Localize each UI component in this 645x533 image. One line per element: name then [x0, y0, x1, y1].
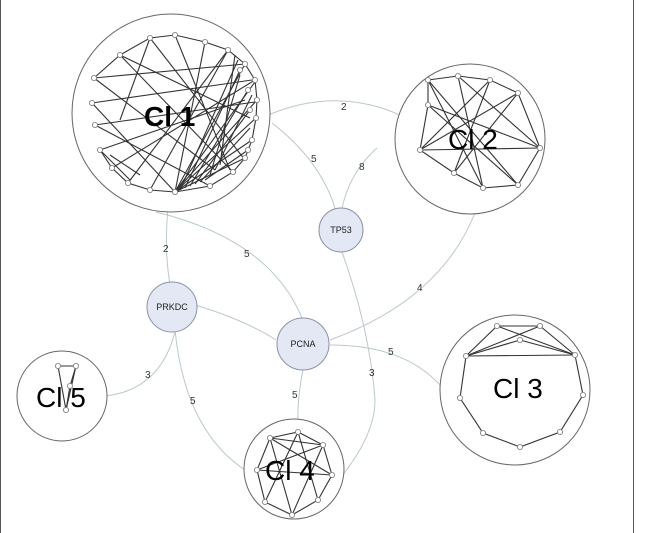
hub-pcna-circle [276, 317, 330, 371]
cluster-5[interactable]: Cl 5 [16, 350, 108, 442]
hub-prkdc-circle [146, 281, 198, 333]
edge-label-pcna-cl3: 5 [388, 347, 394, 358]
edge-label-cl2-tp53: 8 [359, 162, 365, 173]
edge-tp53-cl4 [329, 251, 376, 491]
edge-label-cl2-pcna: 4 [417, 283, 423, 294]
cluster-2-inner-network [416, 73, 544, 191]
edge-label-prkdc-cl4: 5 [190, 396, 196, 407]
cluster-4-label: Cl 4 [265, 455, 315, 486]
edge-cl1-prkdc [165, 207, 171, 285]
edge-label-prkdc-cl5: 3 [145, 370, 151, 381]
edge-label-cl1-prkdc: 2 [163, 244, 169, 255]
cluster-5-inner-network [55, 362, 80, 413]
cluster-3-label: Cl 3 [493, 373, 543, 404]
edge-pcna-cl4 [297, 369, 304, 423]
hub-prkdc-label: PRKDC [156, 302, 188, 312]
cluster-4[interactable]: Cl 4 [243, 418, 345, 520]
hub-tp53[interactable]: TP53 [318, 207, 364, 253]
hub-tp53-label: TP53 [330, 225, 352, 235]
edge-label-cl1-tp53: 5 [311, 154, 317, 165]
inter-edges [104, 100, 476, 491]
cluster-1[interactable]: Cl 1 [71, 13, 271, 213]
cluster-3-inner-network [456, 322, 587, 450]
edge-label-cl1-pcna: 5 [244, 249, 250, 260]
cluster-1-inner-network [89, 32, 260, 195]
edge-prkdc-cl5 [104, 331, 176, 397]
edge-cl1-pcna [155, 211, 303, 319]
cluster-5-circle [16, 350, 108, 442]
edge-prkdc-cl4 [174, 329, 246, 471]
edge-label-tp53-cl4: 3 [369, 368, 375, 379]
edge-cl1-tp53 [271, 122, 336, 209]
hub-prkdc[interactable]: PRKDC [146, 281, 198, 333]
cluster-2[interactable]: Cl 2 [394, 63, 546, 215]
cluster-4-inner-network [253, 428, 335, 519]
hub-pcna[interactable]: PCNA [276, 317, 330, 371]
cluster-2-circle [394, 63, 546, 215]
edge-labels: 2 5 8 2 5 4 5 3 5 5 3 [145, 102, 423, 407]
cluster-5-label: Cl 5 [36, 382, 86, 413]
cluster-1-label: Cl 1 [144, 101, 195, 132]
hub-tp53-circle [318, 207, 364, 253]
hub-pcna-label: PCNA [290, 339, 315, 349]
edge-cl1-cl2 [267, 100, 407, 119]
cluster-2-label: Cl 2 [448, 124, 498, 155]
edge-label-cl1-cl2: 2 [341, 102, 347, 113]
edge-cl2-tp53 [341, 147, 378, 209]
edge-label-pcna-cl4: 5 [292, 390, 298, 401]
edge-prkdc-pcna [194, 304, 277, 341]
cluster-3[interactable]: Cl 3 [439, 314, 591, 466]
edge-cl2-pcna [329, 212, 476, 341]
